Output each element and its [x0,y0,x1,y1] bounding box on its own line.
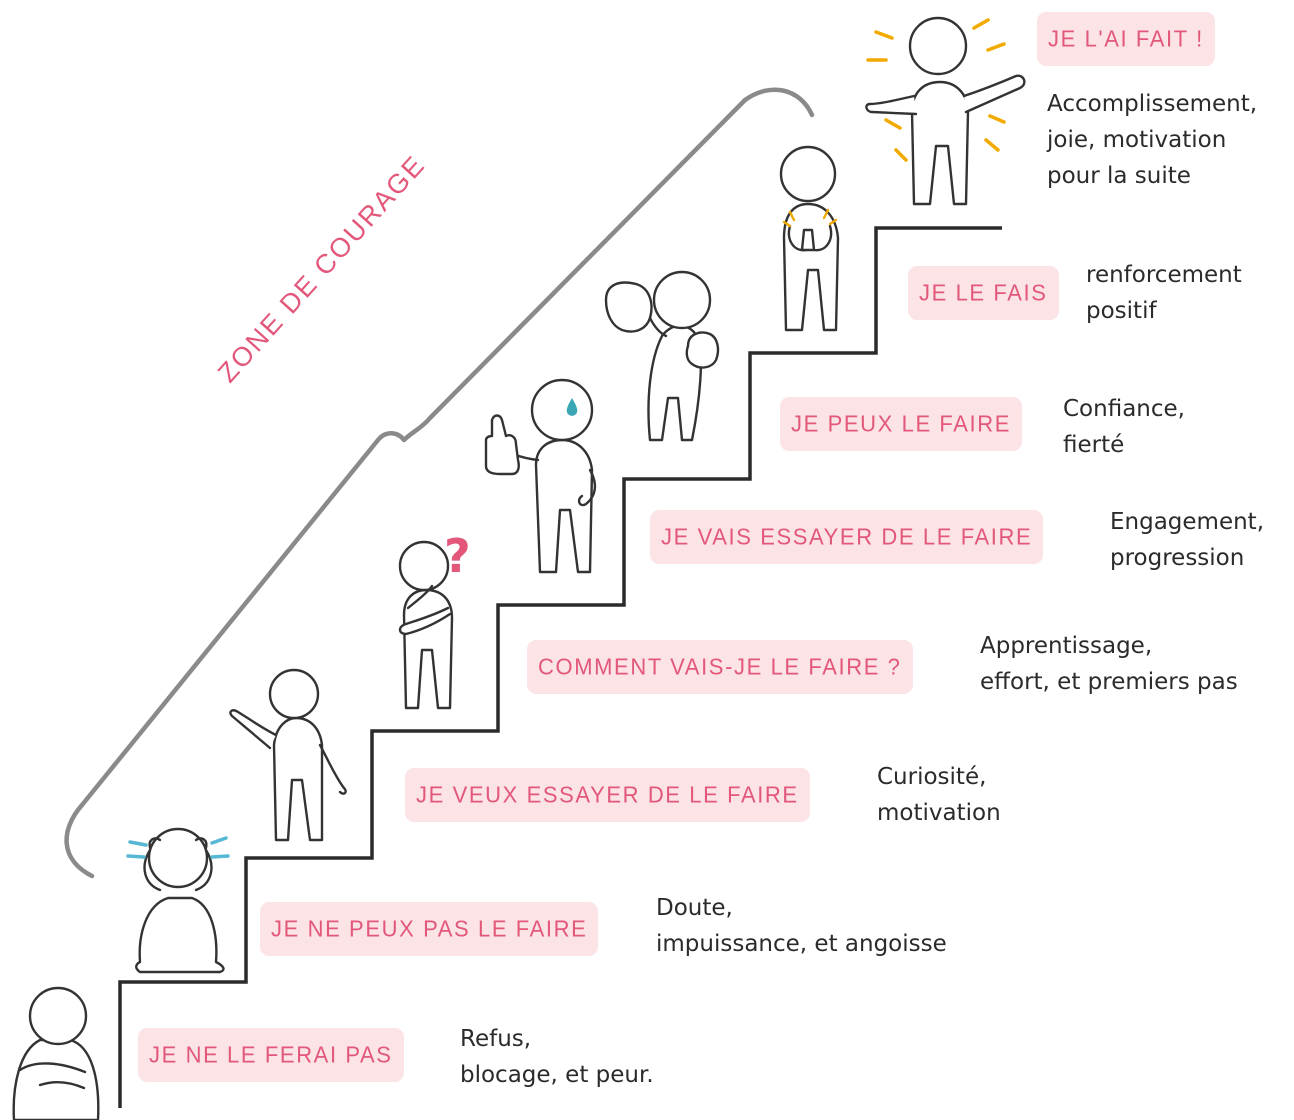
zone-bracket [64,87,815,879]
sweat-drop-icon [566,398,578,416]
step-label: COMMENT VAIS-JE LE FAIRE ? [527,639,913,695]
step-description: Apprentissage,effort, et premiers pas [980,633,1238,695]
step-label: JE VEUX ESSAYER DE LE FAIRE [405,767,810,823]
head-in-hands-figure [135,827,225,974]
clapping-figure [779,145,840,332]
step-label: JE L'AI FAIT ! [1037,11,1215,67]
clap-sparkle-icon [782,208,838,228]
hugging-knees-figure [12,986,100,1120]
step-description: Curiosité,motivation [877,764,1001,826]
step-label: JE NE LE FERAI PAS [138,1027,404,1083]
sparkle-icon [866,18,1006,162]
raising-hand-figure [229,668,347,842]
celebrating-figure [865,16,1026,206]
step-description: Engagement,progression [1110,509,1265,571]
step-label: JE PEUX LE FAIRE [780,396,1023,452]
thumbs-up-figure [484,378,597,574]
staircase-line [118,226,1002,1108]
tears-icon [126,836,230,859]
step-description: Confiance,fierté [1063,396,1185,458]
step-label: JE NE PEUX PAS LE FAIRE [260,901,599,957]
step-description: Doute,impuissance, et angoisse [656,895,947,957]
thinking-figure [398,540,454,710]
question-icon: ? [444,529,471,583]
boxing-figure [604,270,720,442]
step-description: Refus,blocage, et peur. [460,1026,654,1088]
step-label: JE LE FAIS [908,265,1059,321]
step-label: JE VAIS ESSAYER DE LE FAIRE [650,509,1044,565]
